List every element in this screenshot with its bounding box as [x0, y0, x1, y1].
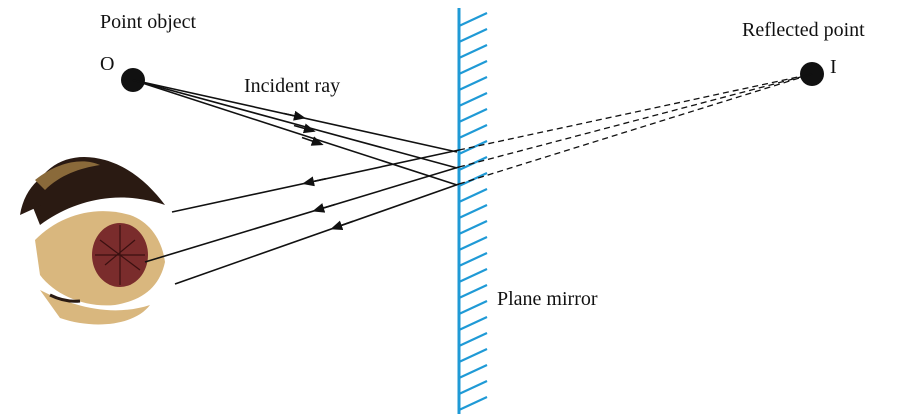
- reflected-ray-3: [175, 184, 459, 284]
- mirror-hatch-line: [459, 237, 487, 250]
- mirror-hatch-line: [459, 13, 487, 26]
- mirror-hatch-line: [459, 333, 487, 346]
- plane-mirror-label: Plane mirror: [497, 288, 598, 310]
- mirror-hatch-line: [459, 205, 487, 218]
- plane-mirror: [459, 8, 487, 414]
- virtual-ray-3: [459, 74, 812, 184]
- mirror-hatch-line: [459, 29, 487, 42]
- eye-icon: [20, 157, 165, 324]
- mirror-hatch-line: [459, 221, 487, 234]
- mirror-hatch-line: [459, 125, 487, 138]
- incident-ray-label: Incident ray: [244, 75, 340, 97]
- mirror-hatch-line: [459, 269, 487, 282]
- mirror-hatch-line: [459, 397, 487, 410]
- mirror-hatch-line: [459, 77, 487, 90]
- incident-arrow-3: [302, 138, 318, 144]
- object-letter-label: O: [100, 53, 114, 75]
- mirror-hatch-line: [459, 285, 487, 298]
- mirror-hatch-line: [459, 381, 487, 394]
- image-letter-label: I: [830, 56, 837, 78]
- reflected-ray-2: [145, 167, 459, 262]
- mirror-hatch-line: [459, 189, 487, 202]
- incident-arrow-1: [284, 114, 300, 118]
- virtual-ray-1: [459, 74, 812, 150]
- mirror-hatch-line: [459, 93, 487, 106]
- mirror-hatch-line: [459, 45, 487, 58]
- mirror-hatch-line: [459, 349, 487, 362]
- reflected-arrow-1: [308, 179, 326, 183]
- reflected-arrow-2: [318, 205, 335, 210]
- mirror-hatch-line: [459, 365, 487, 378]
- reflected-arrow-3: [336, 221, 353, 227]
- mirror-hatch-line: [459, 61, 487, 74]
- mirror-hatch-line: [459, 301, 487, 314]
- mirror-hatch-line: [459, 109, 487, 122]
- mirror-hatch-line: [459, 253, 487, 266]
- mirror-hatch-line: [459, 317, 487, 330]
- virtual-ray-2: [459, 74, 812, 167]
- point-object-label: Point object: [100, 11, 197, 33]
- mirror-hatching: [459, 13, 487, 410]
- reflected-point-label: Reflected point: [742, 19, 865, 41]
